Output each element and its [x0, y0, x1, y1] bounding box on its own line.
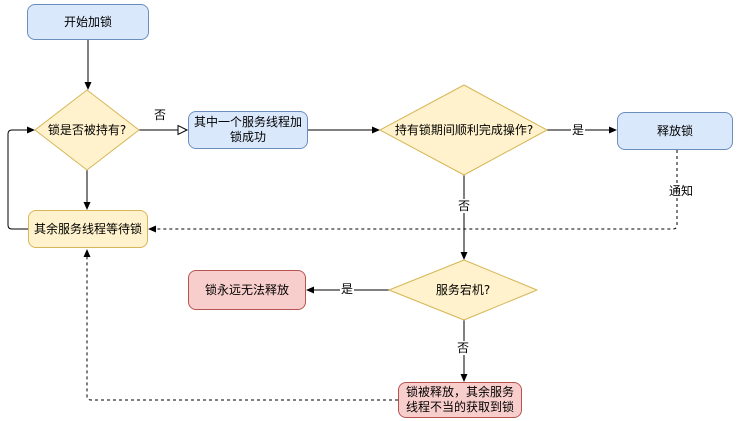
edge-wrong-acquire-to-waiting-dashed — [86, 256, 398, 401]
arrowhead-up-waiting-dashed — [83, 249, 91, 257]
edge-release-to-waiting-dashed — [155, 150, 678, 230]
arrowhead-left-never-release — [306, 286, 314, 294]
edge-label-notify: 通知 — [667, 184, 695, 198]
decision-service-down-label: 服务宕机? — [435, 282, 491, 297]
arrowhead-down-lock-held — [84, 82, 92, 90]
arrowhead-right-lock-held — [27, 126, 35, 134]
edge-label-no-wrong-acquire: 否 — [455, 341, 471, 355]
decision-service-down-shape — [388, 259, 538, 321]
node-wrong-acquire-line2: 线程不当的获取到锁 — [405, 400, 514, 414]
node-acquire-success-text: 其中一个服务线程加 锁成功 — [194, 115, 302, 145]
node-acquire-success-line1: 其中一个服务线程加 — [193, 115, 302, 129]
edge-label-yes-never-release: 是 — [339, 282, 355, 296]
node-wrong-acquire-text: 锁被释放，其余服务 线程不当的获取到锁 — [406, 385, 514, 415]
node-acquire-success: 其中一个服务线程加 锁成功 — [188, 111, 308, 149]
edge-waiting-to-lock-held — [7, 129, 28, 230]
arrowhead-down-service-down — [460, 252, 468, 260]
arrowhead-left-waiting-dashed — [148, 225, 156, 233]
arrowhead-down-waiting — [83, 202, 91, 210]
node-wrong-acquire-line1: 锁被释放，其余服务 — [405, 385, 514, 399]
node-release-lock: 释放锁 — [617, 112, 733, 150]
arrowhead-right-operation — [372, 126, 380, 134]
node-threads-waiting: 其余服务线程等待锁 — [28, 210, 148, 248]
node-acquire-success-line2: 锁成功 — [229, 130, 266, 144]
arrowhead-open-acquire — [177, 124, 189, 136]
node-never-released: 锁永远无法释放 — [188, 270, 306, 310]
edge-label-yes-release: 是 — [570, 123, 586, 137]
arrowhead-right-release — [609, 126, 617, 134]
node-start: 开始加锁 — [27, 4, 149, 40]
decision-operation-ok-shape — [379, 84, 548, 176]
decision-lock-held-label: 锁是否被持有? — [47, 122, 127, 137]
arrowhead-down-wrong-acquire — [460, 374, 468, 382]
decision-lock-held-shape — [34, 89, 140, 171]
edge-label-no-acquire: 否 — [152, 108, 168, 122]
edge-label-no-service-down: 否 — [456, 199, 472, 213]
node-wrong-acquire: 锁被释放，其余服务 线程不当的获取到锁 — [398, 382, 522, 418]
decision-operation-ok-label: 持有锁期间顺利完成操作? — [394, 122, 534, 137]
